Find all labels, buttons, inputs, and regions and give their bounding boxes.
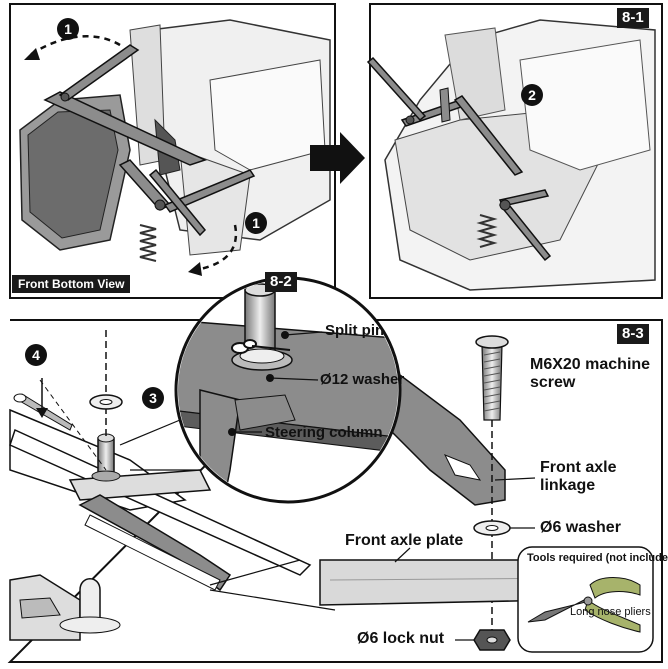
label-steering-column: Steering column bbox=[265, 424, 383, 441]
step-tag-8-3: 8-3 bbox=[617, 324, 649, 344]
panel-front-bottom-view bbox=[9, 3, 336, 299]
panel-step-8-1 bbox=[366, 3, 663, 299]
label-machine-screw-1: M6X20 machine bbox=[530, 356, 651, 373]
callout-2: 2 bbox=[521, 84, 543, 106]
step-tag-8-1: 8-1 bbox=[617, 8, 649, 28]
tools-title: Tools required (not included): bbox=[527, 552, 668, 564]
label-lock-nut: Ø6 lock nut bbox=[357, 630, 445, 647]
callout-4: 4 bbox=[25, 344, 47, 366]
label-front-axle-linkage-1: Front axle bbox=[540, 459, 617, 476]
callout-1-top: 1 bbox=[57, 18, 79, 40]
label-front-axle-linkage-2: linkage bbox=[540, 477, 596, 494]
view-label: Front Bottom View bbox=[12, 275, 131, 293]
label-front-axle-plate: Front axle plate bbox=[345, 532, 464, 549]
panel-step-8-3 bbox=[7, 319, 663, 663]
label-split-pin: Split pin bbox=[325, 322, 385, 339]
step-tag-8-2: 8-2 bbox=[265, 272, 297, 292]
tools-box bbox=[517, 546, 654, 653]
callout-1-bottom: 1 bbox=[245, 212, 267, 234]
label-washer-6: Ø6 washer bbox=[540, 519, 621, 536]
label-machine-screw-2: screw bbox=[530, 374, 576, 391]
label-washer-12: Ø12 washer bbox=[320, 371, 405, 388]
callout-3: 3 bbox=[142, 387, 164, 409]
next-step-arrow bbox=[310, 132, 365, 184]
tools-caption: Long nose pliers bbox=[570, 606, 651, 618]
pliers-icon bbox=[589, 577, 641, 599]
